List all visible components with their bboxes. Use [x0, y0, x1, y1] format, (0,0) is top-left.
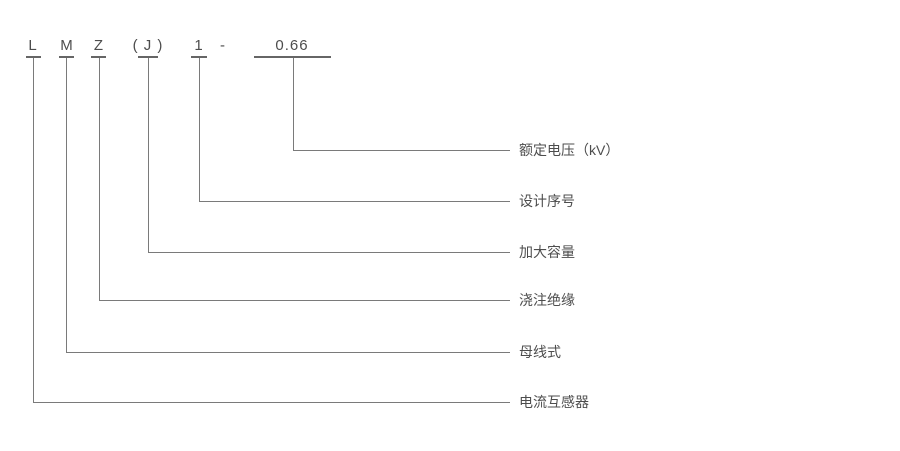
tick-under-J [138, 56, 158, 58]
tick-under-M [59, 56, 74, 58]
leader-vertical-increased-capacity [148, 58, 149, 253]
leader-horizontal-cast-insulation [99, 300, 510, 301]
code-hyphen: - [220, 37, 226, 54]
leader-vertical-rated-voltage [293, 58, 294, 151]
leader-vertical-design-serial [199, 58, 200, 202]
label-design-serial: 设计序号 [519, 193, 575, 209]
leader-horizontal-design-serial [199, 201, 510, 202]
leader-horizontal-increased-capacity [148, 252, 510, 253]
code-letter-M: M [60, 37, 74, 54]
leader-horizontal-busbar-type [66, 352, 510, 353]
code-voltage-value: 0.66 [275, 37, 309, 54]
tick-under-Z [91, 56, 106, 58]
leader-vertical-busbar-type [66, 58, 67, 353]
tick-under-voltage [254, 56, 331, 58]
code-digit-1: 1 [194, 37, 204, 54]
leader-horizontal-rated-voltage [293, 150, 510, 151]
label-cast-insulation: 浇注绝缘 [519, 292, 575, 308]
label-rated-voltage: 额定电压（kV） [519, 142, 620, 158]
code-letter-L: L [28, 37, 38, 54]
label-increased-capacity: 加大容量 [519, 244, 575, 260]
tick-under-1 [191, 56, 207, 58]
label-current-transformer: 电流互感器 [519, 394, 589, 410]
tick-under-L [26, 56, 41, 58]
label-busbar-type: 母线式 [519, 344, 561, 360]
leader-vertical-cast-insulation [99, 58, 100, 301]
code-letter-Z: Z [93, 37, 105, 54]
leader-horizontal-current-transformer [33, 402, 510, 403]
code-letter-J: ( J ) [132, 37, 164, 54]
leader-vertical-current-transformer [33, 58, 34, 403]
